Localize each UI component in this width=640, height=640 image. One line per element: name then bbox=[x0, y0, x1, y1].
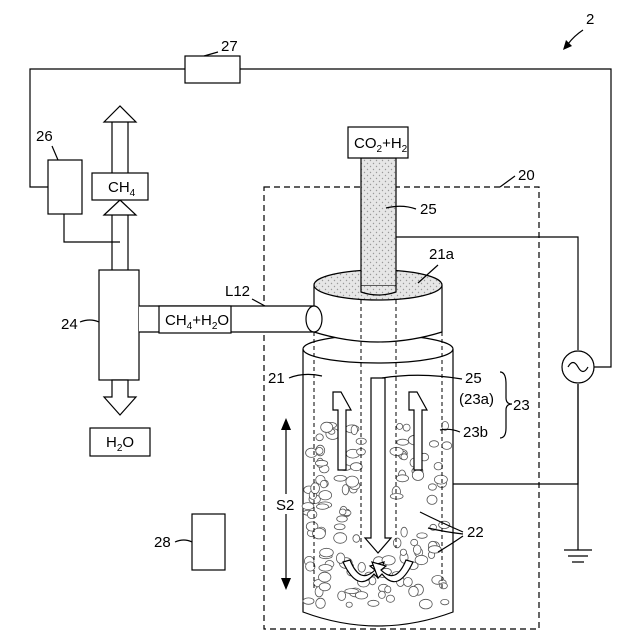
catalyst-pebble bbox=[319, 565, 332, 572]
ground-symbol bbox=[564, 550, 592, 562]
catalyst-pebble bbox=[385, 586, 391, 593]
label-22: 22 bbox=[467, 524, 484, 541]
catalyst-pebble bbox=[338, 591, 346, 600]
label-L12: L12 bbox=[225, 283, 250, 300]
catalyst-pebble bbox=[400, 549, 406, 555]
catalyst-pebble bbox=[403, 424, 410, 431]
catalyst-pebble bbox=[427, 495, 437, 504]
controller-box-27 bbox=[185, 56, 240, 83]
catalyst-pebble bbox=[379, 591, 386, 598]
catalyst-pebble bbox=[415, 555, 428, 564]
label-23a: (23a) bbox=[459, 391, 494, 408]
ac-power-source bbox=[562, 351, 594, 383]
catalyst-pebble bbox=[311, 483, 320, 494]
figure-number: 2 bbox=[563, 11, 594, 50]
catalyst-pebble bbox=[316, 434, 323, 441]
catalyst-pebble bbox=[334, 524, 345, 530]
catalyst-pebble bbox=[313, 528, 326, 539]
catalyst-pebble bbox=[315, 460, 327, 466]
catalyst-pebble bbox=[417, 533, 427, 538]
catalyst-pebble bbox=[404, 578, 413, 587]
label-24-leader bbox=[80, 320, 99, 322]
label-25-top: 25 bbox=[420, 201, 437, 218]
catalyst-pebble bbox=[442, 442, 452, 450]
catalyst-pebble bbox=[390, 494, 403, 500]
catalyst-pebble bbox=[393, 538, 401, 548]
downflow-arrow bbox=[365, 378, 391, 553]
label-24: 24 bbox=[61, 316, 78, 333]
catalyst-pebble bbox=[316, 447, 323, 454]
catalyst-pebble bbox=[319, 583, 330, 591]
catalyst-pebble bbox=[412, 470, 423, 481]
catalyst-pebble bbox=[434, 475, 447, 484]
catalyst-pebble bbox=[401, 527, 407, 537]
catalyst-pebble bbox=[429, 441, 438, 447]
figure-number-leader bbox=[568, 30, 583, 44]
catalyst-pebble bbox=[434, 463, 442, 470]
catalyst-pebble bbox=[358, 562, 365, 572]
label-25-inner: 25 bbox=[465, 370, 482, 387]
sensor-box-26 bbox=[48, 160, 82, 214]
label-27: 27 bbox=[221, 38, 238, 55]
catalyst-pebble bbox=[351, 425, 357, 434]
catalyst-pebble bbox=[342, 485, 349, 495]
catalyst-pebble bbox=[397, 423, 403, 429]
label-S2: S2 bbox=[276, 497, 294, 514]
label-26: 26 bbox=[36, 128, 53, 145]
catalyst-pebble bbox=[413, 545, 421, 554]
catalyst-pebble bbox=[316, 598, 326, 608]
catalyst-pebble bbox=[345, 589, 359, 594]
label-21-leader bbox=[289, 374, 322, 378]
catalyst-pebble bbox=[302, 503, 314, 510]
catalyst-pebble bbox=[368, 600, 379, 606]
label-21a: 21a bbox=[429, 246, 455, 263]
separator-24 bbox=[99, 270, 139, 380]
catalyst-pebble bbox=[337, 516, 348, 522]
catalyst-pebble bbox=[353, 535, 360, 543]
catalyst-pebble bbox=[441, 599, 449, 604]
catalyst-pebble bbox=[428, 546, 441, 553]
label-28-leader bbox=[175, 540, 192, 542]
label-23: 23 bbox=[513, 397, 530, 414]
catalyst-pebble bbox=[390, 447, 403, 455]
bracket-23 bbox=[500, 372, 512, 438]
catalyst-pebble bbox=[303, 598, 314, 604]
label-23b-leader bbox=[440, 429, 460, 432]
catalyst-pebble bbox=[307, 510, 317, 518]
catalyst-pebble bbox=[386, 595, 394, 602]
catalyst-pebble bbox=[334, 533, 347, 544]
label-21: 21 bbox=[268, 370, 285, 387]
label-L12-leader bbox=[252, 299, 265, 306]
catalyst-pebble bbox=[319, 572, 331, 582]
catalyst-pebble bbox=[334, 475, 346, 481]
label-25-inner-leader bbox=[382, 375, 462, 379]
catalyst-pebble bbox=[346, 602, 352, 607]
catalyst-pebble bbox=[346, 476, 359, 487]
catalyst-pebble bbox=[428, 484, 436, 490]
catalyst-pebble bbox=[339, 509, 346, 515]
label-20-leader bbox=[500, 176, 515, 187]
feed-tube-25 bbox=[361, 158, 396, 295]
catalyst-pebble bbox=[321, 422, 333, 432]
svg-text:2: 2 bbox=[586, 11, 594, 28]
catalyst-pebble bbox=[350, 463, 362, 471]
label-23b: 23b bbox=[463, 424, 488, 441]
catalyst-pebble bbox=[409, 586, 419, 596]
catalyst-pebble bbox=[401, 454, 408, 460]
label-26-leader bbox=[52, 146, 58, 160]
catalyst-pebble bbox=[320, 548, 334, 557]
h2o-outlet-arrow bbox=[104, 380, 136, 415]
box-28 bbox=[192, 514, 225, 570]
catalyst-pebble bbox=[397, 439, 409, 445]
label-28: 28 bbox=[154, 534, 171, 551]
catalyst-pebble bbox=[440, 583, 448, 589]
catalyst-pebble bbox=[320, 480, 327, 487]
catalyst-pebble bbox=[319, 491, 332, 500]
catalyst-pebble bbox=[317, 504, 329, 509]
label-20: 20 bbox=[518, 167, 535, 184]
catalyst-pebble bbox=[419, 599, 432, 609]
catalyst-pebble bbox=[396, 475, 408, 482]
